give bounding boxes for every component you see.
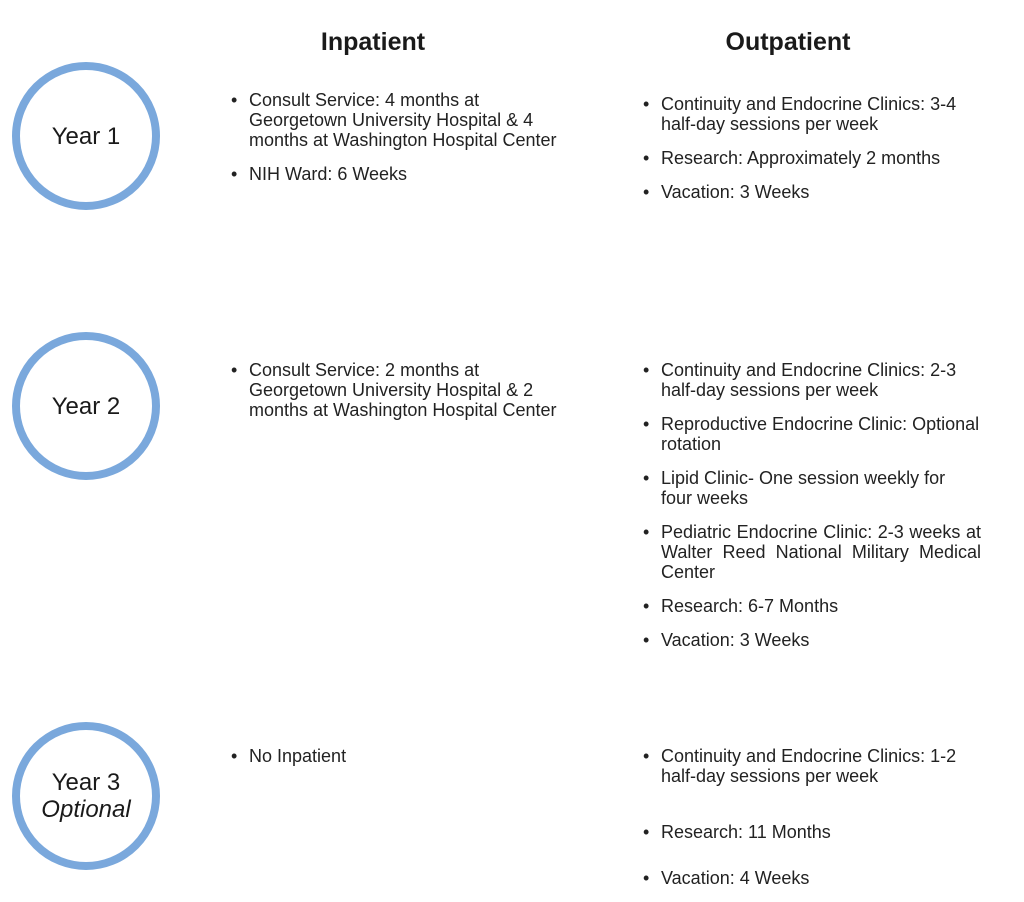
list-item: Lipid Clinic- One session weekly for fou… (641, 468, 981, 508)
list-item: Continuity and Endocrine Clinics: 3-4 ha… (641, 94, 981, 134)
year-1-circle: Year 1 (12, 62, 160, 210)
list-item: Reproductive Endocrine Clinic: Optional … (641, 414, 981, 454)
year-2-circle: Year 2 (12, 332, 160, 480)
list-item: Research: 11 Months (641, 822, 981, 842)
list-item: Continuity and Endocrine Clinics: 2-3 ha… (641, 360, 981, 400)
year-3-outpatient-list: Continuity and Endocrine Clinics: 1-2 ha… (641, 746, 981, 902)
list-item: Continuity and Endocrine Clinics: 1-2 ha… (641, 746, 981, 786)
year-label: Year 2 (51, 392, 121, 420)
list-item: Pediatric Endocrine Clinic: 2-3 weeks at… (641, 522, 981, 582)
year-1-inpatient-list: Consult Service: 4 months at Georgetown … (229, 90, 569, 198)
year-2-outpatient-list: Continuity and Endocrine Clinics: 2-3 ha… (641, 360, 981, 664)
list-item: Vacation: 4 Weeks (641, 868, 981, 888)
list-item: Vacation: 3 Weeks (641, 182, 981, 202)
list-item: Consult Service: 2 months at Georgetown … (229, 360, 569, 420)
year-1-outpatient-list: Continuity and Endocrine Clinics: 3-4 ha… (641, 94, 981, 216)
year-3-inpatient-list: No Inpatient (229, 746, 569, 780)
list-item: Research: Approximately 2 months (641, 148, 981, 168)
list-item: Vacation: 3 Weeks (641, 630, 981, 650)
outpatient-header: Outpatient (725, 28, 851, 56)
inpatient-header: Inpatient (320, 28, 426, 56)
year-2-inpatient-list: Consult Service: 2 months at Georgetown … (229, 360, 569, 434)
year-label: Year 1 (51, 122, 121, 150)
list-item: Consult Service: 4 months at Georgetown … (229, 90, 569, 150)
list-item: No Inpatient (229, 746, 569, 766)
year-optional-note: Optional (41, 796, 131, 823)
list-item: NIH Ward: 6 Weeks (229, 164, 569, 184)
year-3-circle: Year 3 Optional (12, 722, 160, 870)
list-item: Research: 6-7 Months (641, 596, 981, 616)
year-label: Year 3 (51, 769, 121, 796)
